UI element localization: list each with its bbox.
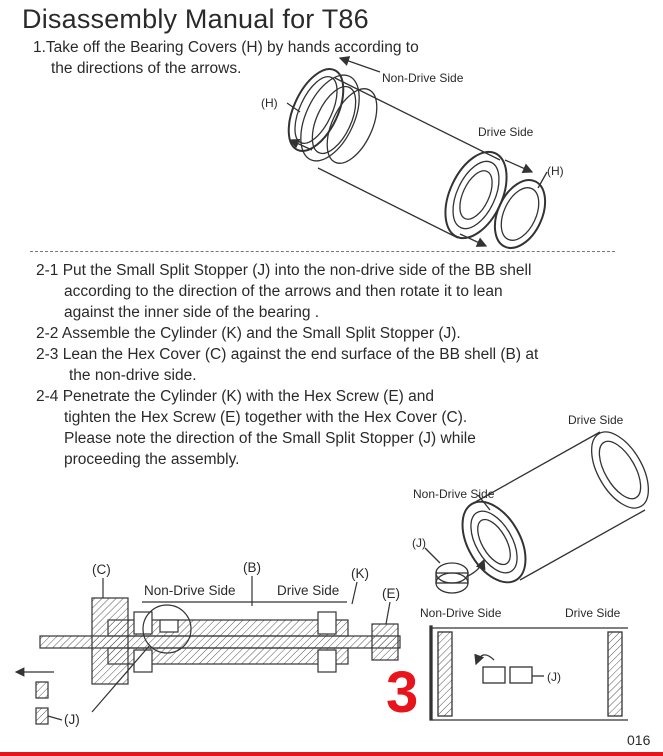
step-number-badge: 3 (386, 660, 419, 725)
section-divider (30, 251, 615, 252)
step-2-4-line-3: Please note the direction of the Small S… (64, 430, 476, 447)
fig4-drive-label: Drive Side (565, 606, 621, 620)
fig2-drive-label: Drive Side (568, 413, 624, 427)
fig3-j-label: (J) (64, 712, 80, 727)
figure-2-cylinder (424, 431, 650, 594)
step-2-text: 2-1 Put the Small Split Stopper (J) into… (36, 260, 646, 470)
fig3-c-label: (C) (92, 562, 111, 577)
figure-3-cross-section (14, 576, 401, 725)
fig3-b-label: (B) (243, 560, 261, 575)
fig2-j-label: (J) (412, 536, 426, 550)
step-2-3-line-1: 2-3 Lean the Hex Cover (C) against the e… (36, 346, 539, 363)
figure-4-section-box (429, 625, 628, 721)
figure-1-bb-shell (286, 56, 548, 249)
page-title: Disassembly Manual for T86 (22, 4, 369, 34)
fig3-e-label: (E) (382, 586, 400, 601)
fig1-h-right-label: (H) (547, 164, 564, 178)
fig4-j-label: (J) (547, 670, 561, 684)
step-2-4-line-4: proceeding the assembly. (64, 451, 240, 468)
fig3-drive-label: Drive Side (277, 583, 340, 598)
step-2-1-line-1: 2-1 Put the Small Split Stopper (J) into… (36, 262, 532, 279)
fig1-non-drive-label: Non-Drive Side (382, 71, 464, 85)
fig3-non-drive-label: Non-Drive Side (144, 583, 236, 598)
step-2-4-line-1: 2-4 Penetrate the Cylinder (K) with the … (36, 388, 435, 405)
step-2-4-line-2: tighten the Hex Screw (E) together with … (64, 409, 468, 426)
step-1-text: 1.Take off the Bearing Covers (H) by han… (33, 37, 503, 79)
fig1-drive-label: Drive Side (478, 125, 534, 139)
bottom-accent-rule (0, 752, 663, 756)
page-number: 016 (627, 732, 651, 748)
step-1-line-1: 1.Take off the Bearing Covers (H) by han… (33, 39, 419, 56)
step-2-1-line-2: according to the direction of the arrows… (64, 283, 503, 300)
fig4-non-drive-label: Non-Drive Side (420, 606, 502, 620)
step-2-1-line-3: against the inner side of the bearing . (64, 304, 320, 321)
step-1-line-2: the directions of the arrows. (51, 60, 242, 77)
fig3-k-label: (K) (351, 566, 369, 581)
fig2-non-drive-label: Non-Drive Side (413, 487, 495, 501)
step-2-3-line-2: the non-drive side. (69, 367, 197, 384)
step-2-2-line: 2-2 Assemble the Cylinder (K) and the Sm… (36, 325, 461, 342)
fig1-h-left-label: (H) (261, 96, 278, 110)
